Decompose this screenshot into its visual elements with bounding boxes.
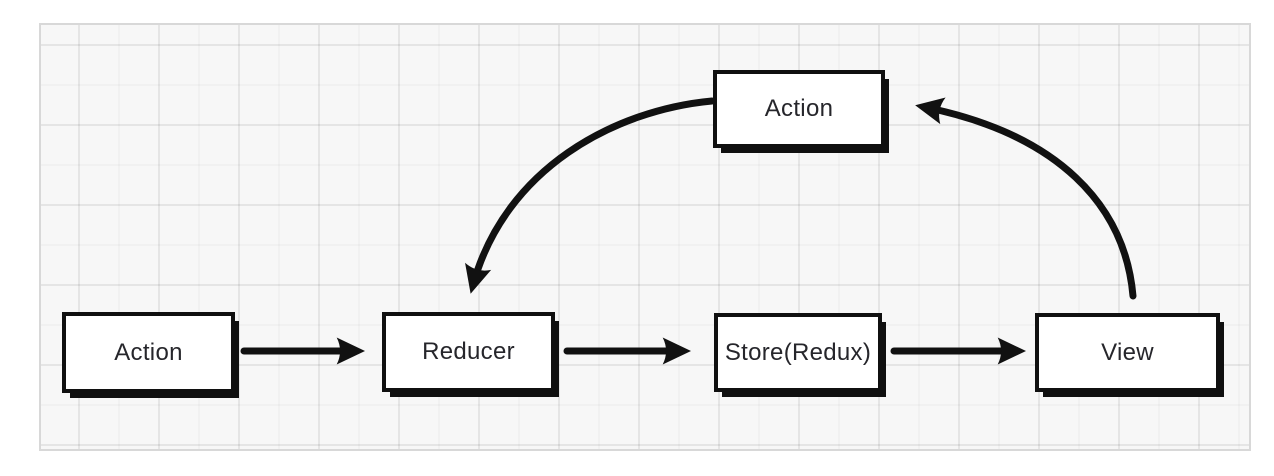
node-reducer-label: Reducer (422, 338, 515, 365)
node-action-top-label: Action (764, 95, 834, 122)
node-reducer: Reducer (382, 312, 555, 392)
node-view: View (1035, 313, 1220, 392)
node-store-label: Store(Redux) (724, 338, 872, 366)
node-action-top: Action (713, 70, 885, 148)
node-action-bottom-label: Action (114, 338, 183, 366)
node-view-label: View (1101, 338, 1154, 366)
node-store: Store(Redux) (714, 313, 882, 392)
node-action-bottom: Action (62, 312, 235, 393)
